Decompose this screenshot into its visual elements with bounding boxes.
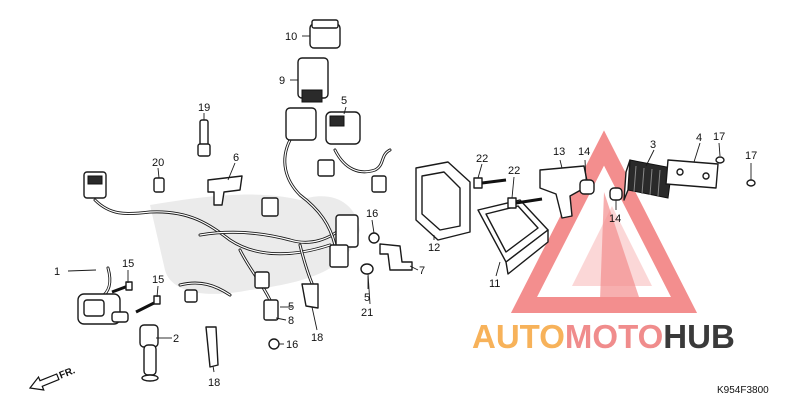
callout-17-right: 17 bbox=[745, 150, 757, 162]
callout-9: 9 bbox=[279, 75, 285, 87]
callout-15-right: 15 bbox=[152, 274, 164, 286]
callout-6: 6 bbox=[233, 152, 239, 164]
callout-20: 20 bbox=[152, 157, 164, 169]
watermark-logo-triangle bbox=[510, 130, 698, 313]
part-cover-10 bbox=[309, 19, 341, 49]
part-sensor-19 bbox=[197, 119, 211, 157]
diagram-code: K954F3800 bbox=[717, 385, 769, 396]
direction-label: FR. bbox=[58, 365, 77, 381]
part-spark-plug-cap bbox=[139, 324, 159, 382]
svg-text:AUTOMOTOHUB: AUTOMOTOHUB bbox=[472, 318, 735, 355]
part-module-12 bbox=[415, 161, 471, 241]
callout-18-bottom: 18 bbox=[208, 377, 220, 389]
callout-21: 21 bbox=[361, 307, 373, 319]
watermark-hub: HUB bbox=[663, 318, 735, 355]
part-nut-21 bbox=[360, 263, 374, 275]
part-nut-16a bbox=[368, 232, 380, 244]
callout-5-top: 5 bbox=[341, 95, 347, 107]
callout-2: 2 bbox=[173, 333, 179, 345]
part-nut-16b bbox=[268, 338, 280, 350]
callout-22-right: 22 bbox=[508, 165, 520, 177]
callout-15-left: 15 bbox=[122, 258, 134, 270]
callout-10: 10 bbox=[285, 31, 297, 43]
watermark-logo-text: AUTOMOTOHUB bbox=[472, 318, 735, 355]
part-bolt-15b bbox=[135, 295, 161, 314]
part-switch-20 bbox=[153, 177, 165, 193]
callout-19: 19 bbox=[198, 102, 210, 114]
part-coupler-9 bbox=[285, 57, 329, 141]
part-nut-17a bbox=[715, 156, 725, 164]
part-module-5 bbox=[325, 111, 361, 145]
part-bolt-22a bbox=[473, 177, 507, 189]
wire-harness bbox=[83, 138, 392, 303]
part-bracket-7 bbox=[379, 243, 413, 271]
part-bolt-15a bbox=[111, 281, 133, 294]
callout-17-left: 17 bbox=[713, 131, 725, 143]
callout-4: 4 bbox=[696, 132, 702, 144]
callout-18-mid: 18 bbox=[311, 332, 323, 344]
callout-5-right: 5 bbox=[364, 292, 370, 304]
part-collar-14b bbox=[609, 187, 623, 201]
part-collar-14a bbox=[579, 179, 595, 195]
callout-3: 3 bbox=[650, 139, 656, 151]
callout-14-bottom: 14 bbox=[609, 213, 621, 225]
part-nut-17b bbox=[746, 179, 756, 187]
watermark-auto: AUTO bbox=[472, 318, 565, 355]
front-direction-arrow: FR. bbox=[28, 365, 77, 391]
part-stay-bracket bbox=[207, 175, 243, 206]
watermark-moto: MOTO bbox=[565, 318, 663, 355]
callout-7: 7 bbox=[419, 265, 425, 277]
callout-8: 8 bbox=[288, 315, 294, 327]
callout-16-top: 16 bbox=[366, 208, 378, 220]
callout-5-mid: 5 bbox=[288, 301, 294, 313]
leader-lines bbox=[67, 35, 752, 373]
part-control-unit-11 bbox=[477, 199, 549, 275]
part-bolt-22b bbox=[507, 197, 543, 209]
part-clamp-18a bbox=[205, 326, 219, 368]
callout-13: 13 bbox=[553, 146, 565, 158]
callout-11: 11 bbox=[489, 278, 500, 290]
callout-14-top: 14 bbox=[578, 146, 590, 158]
callout-1: 1 bbox=[54, 266, 60, 278]
part-connector-8 bbox=[263, 299, 279, 321]
callout-12: 12 bbox=[428, 242, 440, 254]
part-ignition-coil bbox=[77, 266, 129, 325]
part-clamp-18b bbox=[301, 283, 319, 309]
callout-labels: 1 2 3 4 5 5 5 6 7 8 9 10 11 12 13 14 14 … bbox=[54, 31, 757, 389]
part-regulator-rectifier bbox=[623, 159, 673, 201]
callout-16-bottom: 16 bbox=[286, 339, 298, 351]
callout-22-left: 22 bbox=[476, 153, 488, 165]
part-bracket-plate bbox=[665, 159, 719, 189]
